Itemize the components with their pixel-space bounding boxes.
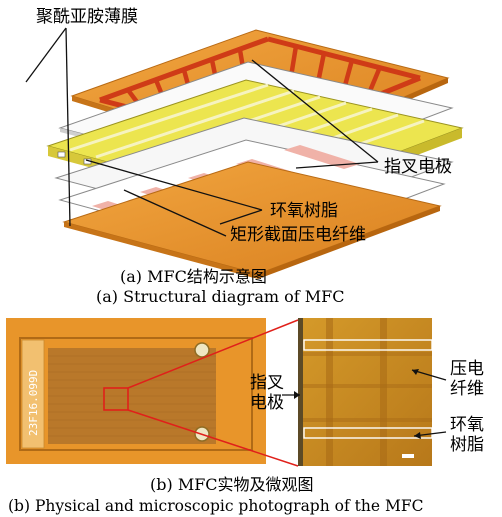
caption-b-en: (b) Physical and microscopic photograph …	[8, 497, 423, 515]
leader-lines	[25, 27, 379, 237]
epoxy-band-bottom	[303, 427, 433, 439]
label-epoxy-resin: 环氧树脂	[270, 201, 338, 221]
caption-a-en: (a) Structural diagram of MFC	[96, 287, 345, 306]
label-ide-line1: 指叉	[250, 373, 284, 393]
serial-number: 23F16.099D	[27, 370, 40, 436]
microscopic-photograph	[298, 318, 433, 466]
scale-bar	[402, 454, 414, 458]
serial-label-strip	[21, 339, 45, 449]
label-polyimide-film: 聚酰亚胺薄膜	[36, 7, 138, 27]
label-ide-line2: 电极	[250, 393, 284, 413]
epoxy-band-top	[303, 339, 433, 351]
caption-b-cn: (b) MFC实物及微观图	[150, 475, 314, 494]
label-rectangular-piezo-fiber: 矩形截面压电纤维	[230, 225, 366, 245]
caption-a-cn: (a) MFC结构示意图	[120, 267, 267, 286]
label-epoxy-line2: 树脂	[450, 435, 484, 455]
micro-photo-background	[298, 318, 432, 466]
zoom-region-box	[103, 387, 129, 411]
label-interdigitated-electrode: 指叉电极	[384, 157, 452, 177]
label-fiber-line1: 压电	[450, 359, 484, 379]
physical-photograph: 23F16.099D	[6, 318, 266, 464]
zoom-lines	[127, 319, 299, 467]
label-epoxy-line1: 环氧	[450, 415, 484, 435]
micro-fiber-columns	[326, 318, 387, 466]
micro-grid-rows	[303, 352, 432, 422]
terminal-top	[194, 342, 210, 358]
structural-diagram: 聚酰亚胺薄膜 指叉电极 环氧树脂 矩形截面压电纤维 (a) MFC结构示意图 (…	[25, 7, 464, 306]
micro-electrode-edge	[298, 318, 303, 466]
label-fiber-line2: 纤维	[450, 379, 484, 399]
